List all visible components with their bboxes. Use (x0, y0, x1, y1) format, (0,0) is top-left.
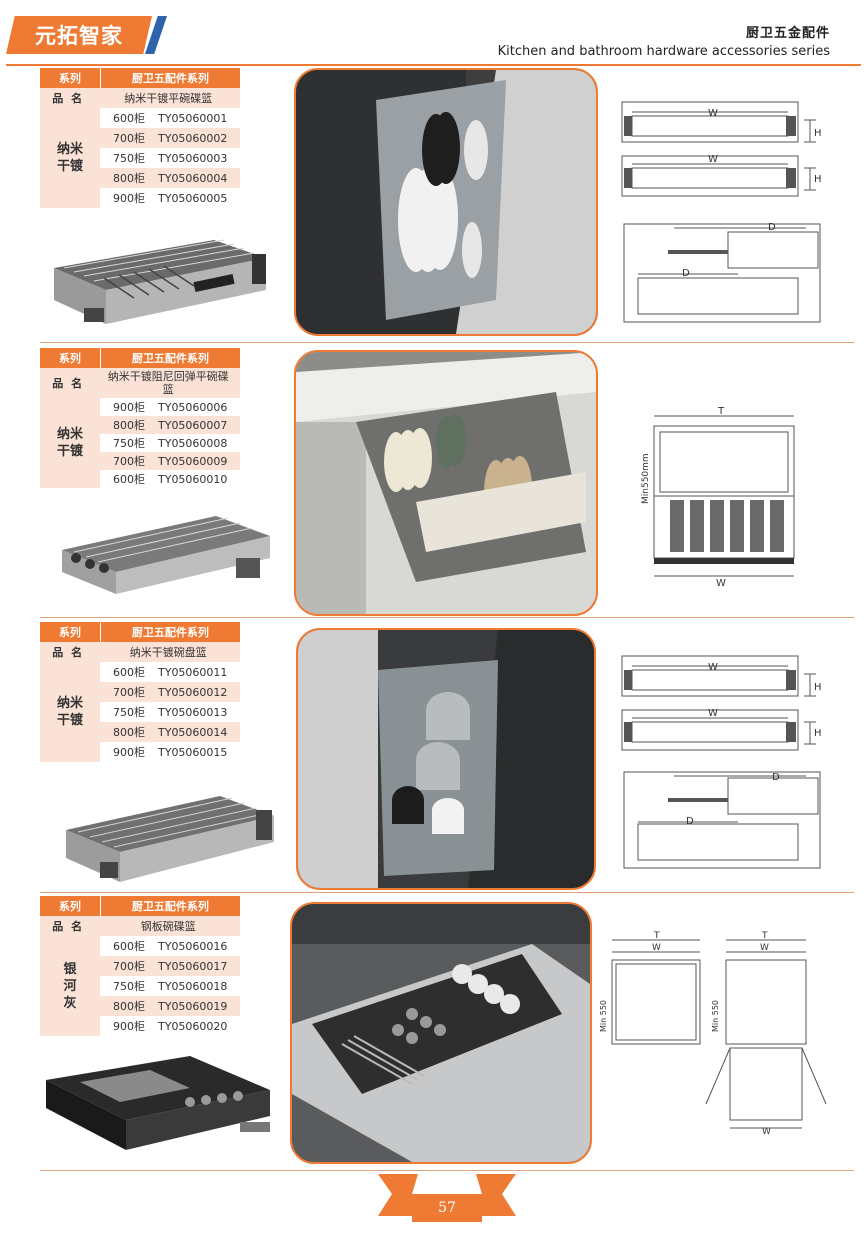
height-label: H (814, 128, 822, 139)
width-label: W (762, 1127, 771, 1136)
height-label: H (814, 682, 822, 693)
top-width-label: T (653, 931, 660, 941)
width-label: W (708, 154, 718, 165)
basket-product-image (66, 796, 274, 882)
product-name: 纳米干镀平碗碟篮 (124, 91, 213, 105)
depth-label: D (686, 816, 694, 827)
width-label: W (760, 943, 769, 953)
header-title-en: Kitchen and bathroom hardware accessorie… (497, 44, 830, 59)
basket-product-image (54, 239, 266, 324)
min-height-label: Min550mm (641, 453, 651, 504)
series-label: 系列 (40, 68, 101, 88)
page-number: 57 (412, 1194, 482, 1222)
product-name: 纳米干镀阻尼回弹平碗碟篮 (107, 370, 229, 396)
product-name: 纳米干镀碗盘篮 (129, 645, 207, 659)
series-value: 厨卫五配件系列 (100, 622, 240, 642)
material: 纳米干镀 (40, 108, 100, 208)
dimension-diagram: T W Min550mm (641, 406, 795, 589)
drawer-photo (294, 350, 598, 616)
name-label: 品 名 (52, 377, 85, 390)
depth-label: D (772, 772, 780, 783)
header-title-cn: 厨卫五金配件 (745, 26, 830, 41)
footer-divider (40, 1170, 854, 1171)
section-divider (40, 342, 854, 343)
top-width-label: T (761, 931, 768, 941)
brand-logo: 元拓智家 (6, 16, 152, 54)
name-label: 品 名 (52, 92, 85, 105)
dimension-diagram: T W T W W Min 550 Min 550 (599, 931, 827, 1136)
header-divider (6, 64, 861, 66)
dimension-diagram: W H W H D D (621, 101, 822, 323)
series-label: 系列 (40, 348, 101, 368)
material: 银河灰 (40, 936, 100, 1036)
material: 纳米干镀 (40, 398, 100, 488)
section-divider (40, 617, 854, 618)
series-label: 系列 (40, 896, 101, 916)
min-height-label: Min 550 (599, 1000, 608, 1032)
material: 纳米干镀 (40, 662, 100, 762)
width-label: W (708, 108, 718, 119)
drawer-photo (294, 68, 598, 336)
width-label: W (652, 943, 661, 953)
drawer-photo (290, 902, 592, 1164)
drawer-photo (296, 628, 596, 890)
series-value: 厨卫五配件系列 (100, 896, 240, 916)
section-divider (40, 892, 854, 893)
series-value: 厨卫五配件系列 (100, 348, 240, 368)
top-width-label: T (717, 406, 725, 417)
product-name: 钢板碗碟篮 (140, 919, 196, 933)
series-value: 厨卫五配件系列 (100, 68, 240, 88)
name-label: 品 名 (52, 920, 85, 933)
tray-product-image (46, 1056, 270, 1150)
height-label: H (814, 728, 822, 739)
basket-product-image (62, 516, 270, 594)
depth-label: D (768, 222, 776, 233)
name-label: 品 名 (52, 646, 85, 659)
width-label: W (708, 662, 718, 673)
min-height-label: Min 550 (711, 1000, 720, 1032)
width-label: W (716, 578, 726, 589)
page-ribbon (378, 1174, 516, 1216)
series-label: 系列 (40, 622, 101, 642)
dimension-diagram: W H W H D D (621, 655, 822, 869)
width-label: W (708, 708, 718, 719)
height-label: H (814, 174, 822, 185)
depth-label: D (682, 268, 690, 279)
